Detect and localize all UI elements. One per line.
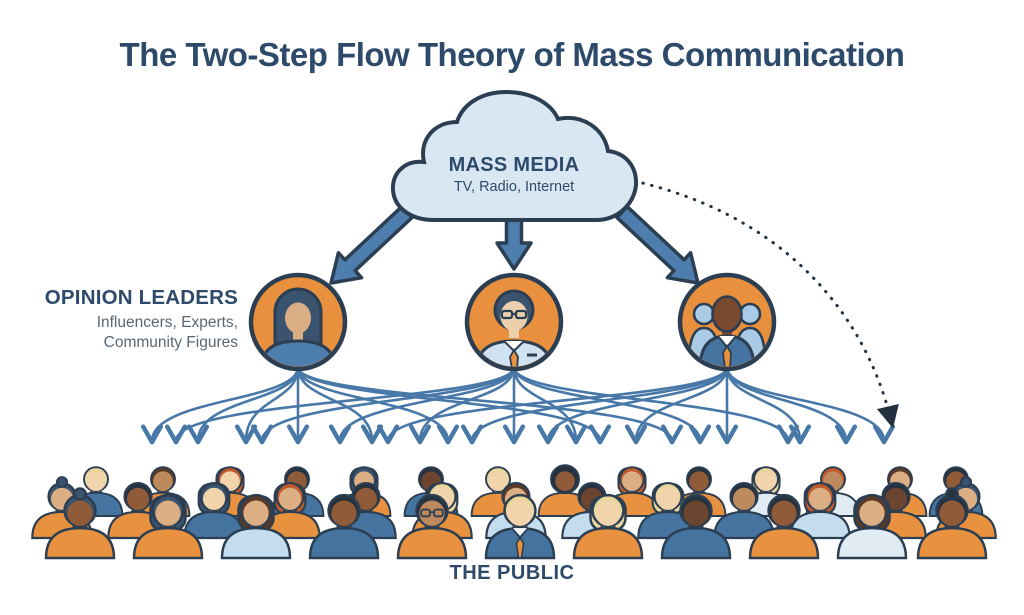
public-person bbox=[308, 493, 380, 560]
public-person bbox=[572, 493, 644, 560]
public-person bbox=[660, 493, 732, 560]
public-person bbox=[396, 493, 468, 560]
leader-to-public-arrow bbox=[234, 365, 300, 445]
leader-to-public-arrow bbox=[296, 365, 459, 445]
leader-to-public-arrow bbox=[624, 365, 729, 445]
public-person bbox=[836, 493, 908, 560]
mass-media-sublabel: TV, Radio, Internet bbox=[453, 179, 575, 195]
direct-media-to-public-dotted-arrow bbox=[632, 179, 899, 429]
the-public-label: THE PUBLIC bbox=[449, 562, 575, 584]
direct-flow-dotted-arrow bbox=[632, 179, 899, 429]
leader-to-public-arrow bbox=[725, 365, 812, 445]
leader-to-public-arrow bbox=[512, 365, 799, 445]
public-person bbox=[220, 493, 292, 560]
media-to-leader-arrow bbox=[329, 204, 414, 285]
public-person bbox=[484, 493, 556, 560]
leader-to-public-arrow bbox=[537, 365, 729, 445]
leader-to-public-arrow bbox=[165, 365, 516, 445]
leader-to-public-arrow bbox=[296, 365, 683, 445]
media-to-leaders-arrows bbox=[329, 204, 700, 285]
leader-to-public-arrow bbox=[377, 365, 729, 445]
public-person bbox=[713, 482, 775, 540]
public-person bbox=[916, 487, 988, 560]
opinion-leaders-group bbox=[248, 272, 777, 372]
opinion-leader-avatar-woman bbox=[248, 272, 348, 372]
mass-media-cloud bbox=[390, 89, 639, 222]
leader-to-public-arrow bbox=[725, 365, 895, 445]
leader-to-public-arrow bbox=[186, 365, 300, 445]
media-to-leader-arrow bbox=[615, 204, 700, 285]
public-person bbox=[44, 487, 116, 560]
public-crowd bbox=[31, 464, 997, 560]
leader-to-public-arrow bbox=[461, 365, 729, 445]
diagram-title: The Two-Step Flow Theory of Mass Communi… bbox=[119, 36, 905, 73]
media-to-leader-arrow bbox=[495, 212, 533, 271]
opinion-leaders-sublabel-2: Community Figures bbox=[103, 334, 238, 351]
opinion-leader-avatar-group bbox=[677, 272, 777, 372]
leader-to-public-arrow bbox=[408, 365, 516, 445]
public-person bbox=[789, 482, 851, 540]
public-person bbox=[748, 493, 820, 560]
leader-to-public-arrow bbox=[140, 365, 300, 445]
leader-to-public-arrow bbox=[512, 365, 588, 445]
public-person bbox=[537, 464, 593, 517]
leader-to-public-arrow bbox=[725, 365, 858, 445]
leader-to-public-arrows bbox=[140, 365, 895, 445]
opinion-leaders-label: OPINION LEADERS bbox=[44, 286, 238, 309]
public-person bbox=[132, 493, 204, 560]
opinion-leaders-label-block: OPINION LEADERS Influencers, Experts, Co… bbox=[18, 286, 238, 353]
leader-to-public-arrow bbox=[251, 365, 516, 445]
leader-to-public-arrow bbox=[329, 365, 516, 445]
opinion-leader-avatar-man-glasses bbox=[464, 272, 564, 372]
mass-media-label: MASS MEDIA bbox=[448, 154, 580, 176]
opinion-leaders-sublabel-1: Influencers, Experts, bbox=[96, 314, 238, 331]
mass-media-label-block: MASS MEDIA TV, Radio, Internet bbox=[389, 154, 639, 195]
